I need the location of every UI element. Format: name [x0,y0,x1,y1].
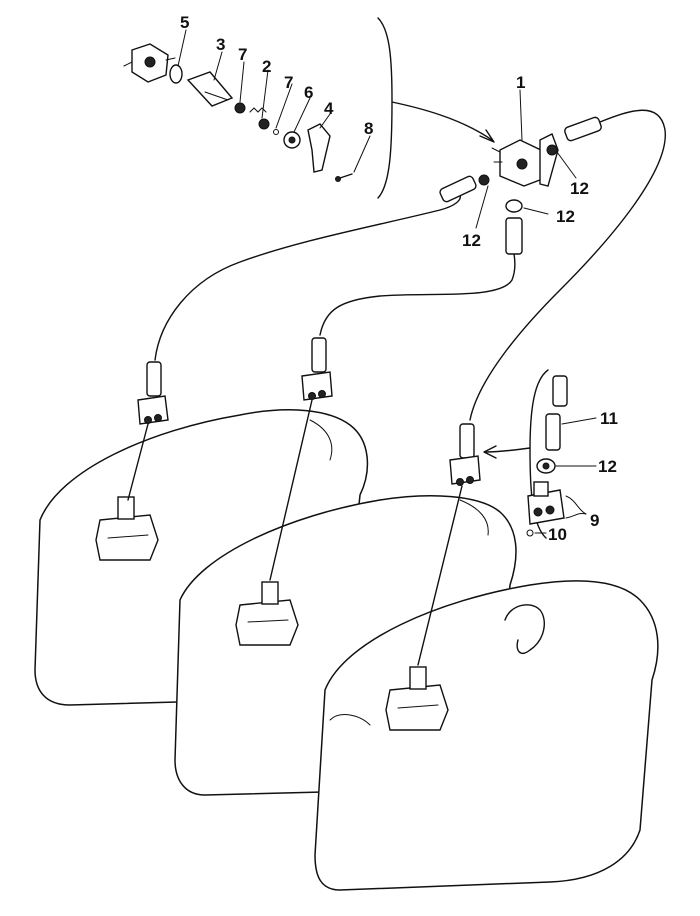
hose-coupler-right [417,423,481,666]
o-ring-upper-b [258,118,270,130]
callout-4: 4 [324,99,334,118]
ball [273,129,279,135]
callout-3: 3 [216,35,225,54]
valve-lever [307,123,331,173]
fuel-hoses [154,109,666,421]
callout-7b: 7 [284,73,293,92]
direction-arrow-right [483,445,531,459]
callout-6: 6 [304,83,313,102]
callout-7a: 7 [238,45,247,64]
leader-lines-upper [177,29,371,173]
leader-lines-joint [475,151,577,229]
spare-clip [536,458,597,474]
callout-12c: 12 [462,231,481,250]
hose-coupler-middle [269,337,333,581]
exploded-bracket [377,17,393,199]
callout-12d: 12 [598,457,617,476]
spare-hose [545,375,597,451]
callout-11: 11 [600,409,618,428]
fuel-joint-body [123,43,183,84]
tank-fitting-middle [235,581,299,646]
tank-fitting-front [385,666,449,731]
direction-arrow-upper [391,101,495,143]
fuel-tank-front [314,580,659,891]
spare-connector [526,481,587,537]
fuel-joint-assembly [439,89,602,255]
valve-cap [283,131,301,149]
callout-12a: 12 [570,179,589,198]
callout-8: 8 [364,119,373,138]
screw [335,173,353,182]
callout-12b: 12 [556,207,575,226]
callout-1: 1 [516,73,525,92]
tank-fitting-rear [95,496,159,561]
o-ring-upper-a [234,102,246,114]
callout-2: 2 [262,57,271,76]
valve-plug [186,71,234,107]
callout-10: 10 [548,525,567,544]
callout-5: 5 [180,13,189,32]
callout-9: 9 [590,511,599,530]
hose-coupler-left [127,361,169,501]
